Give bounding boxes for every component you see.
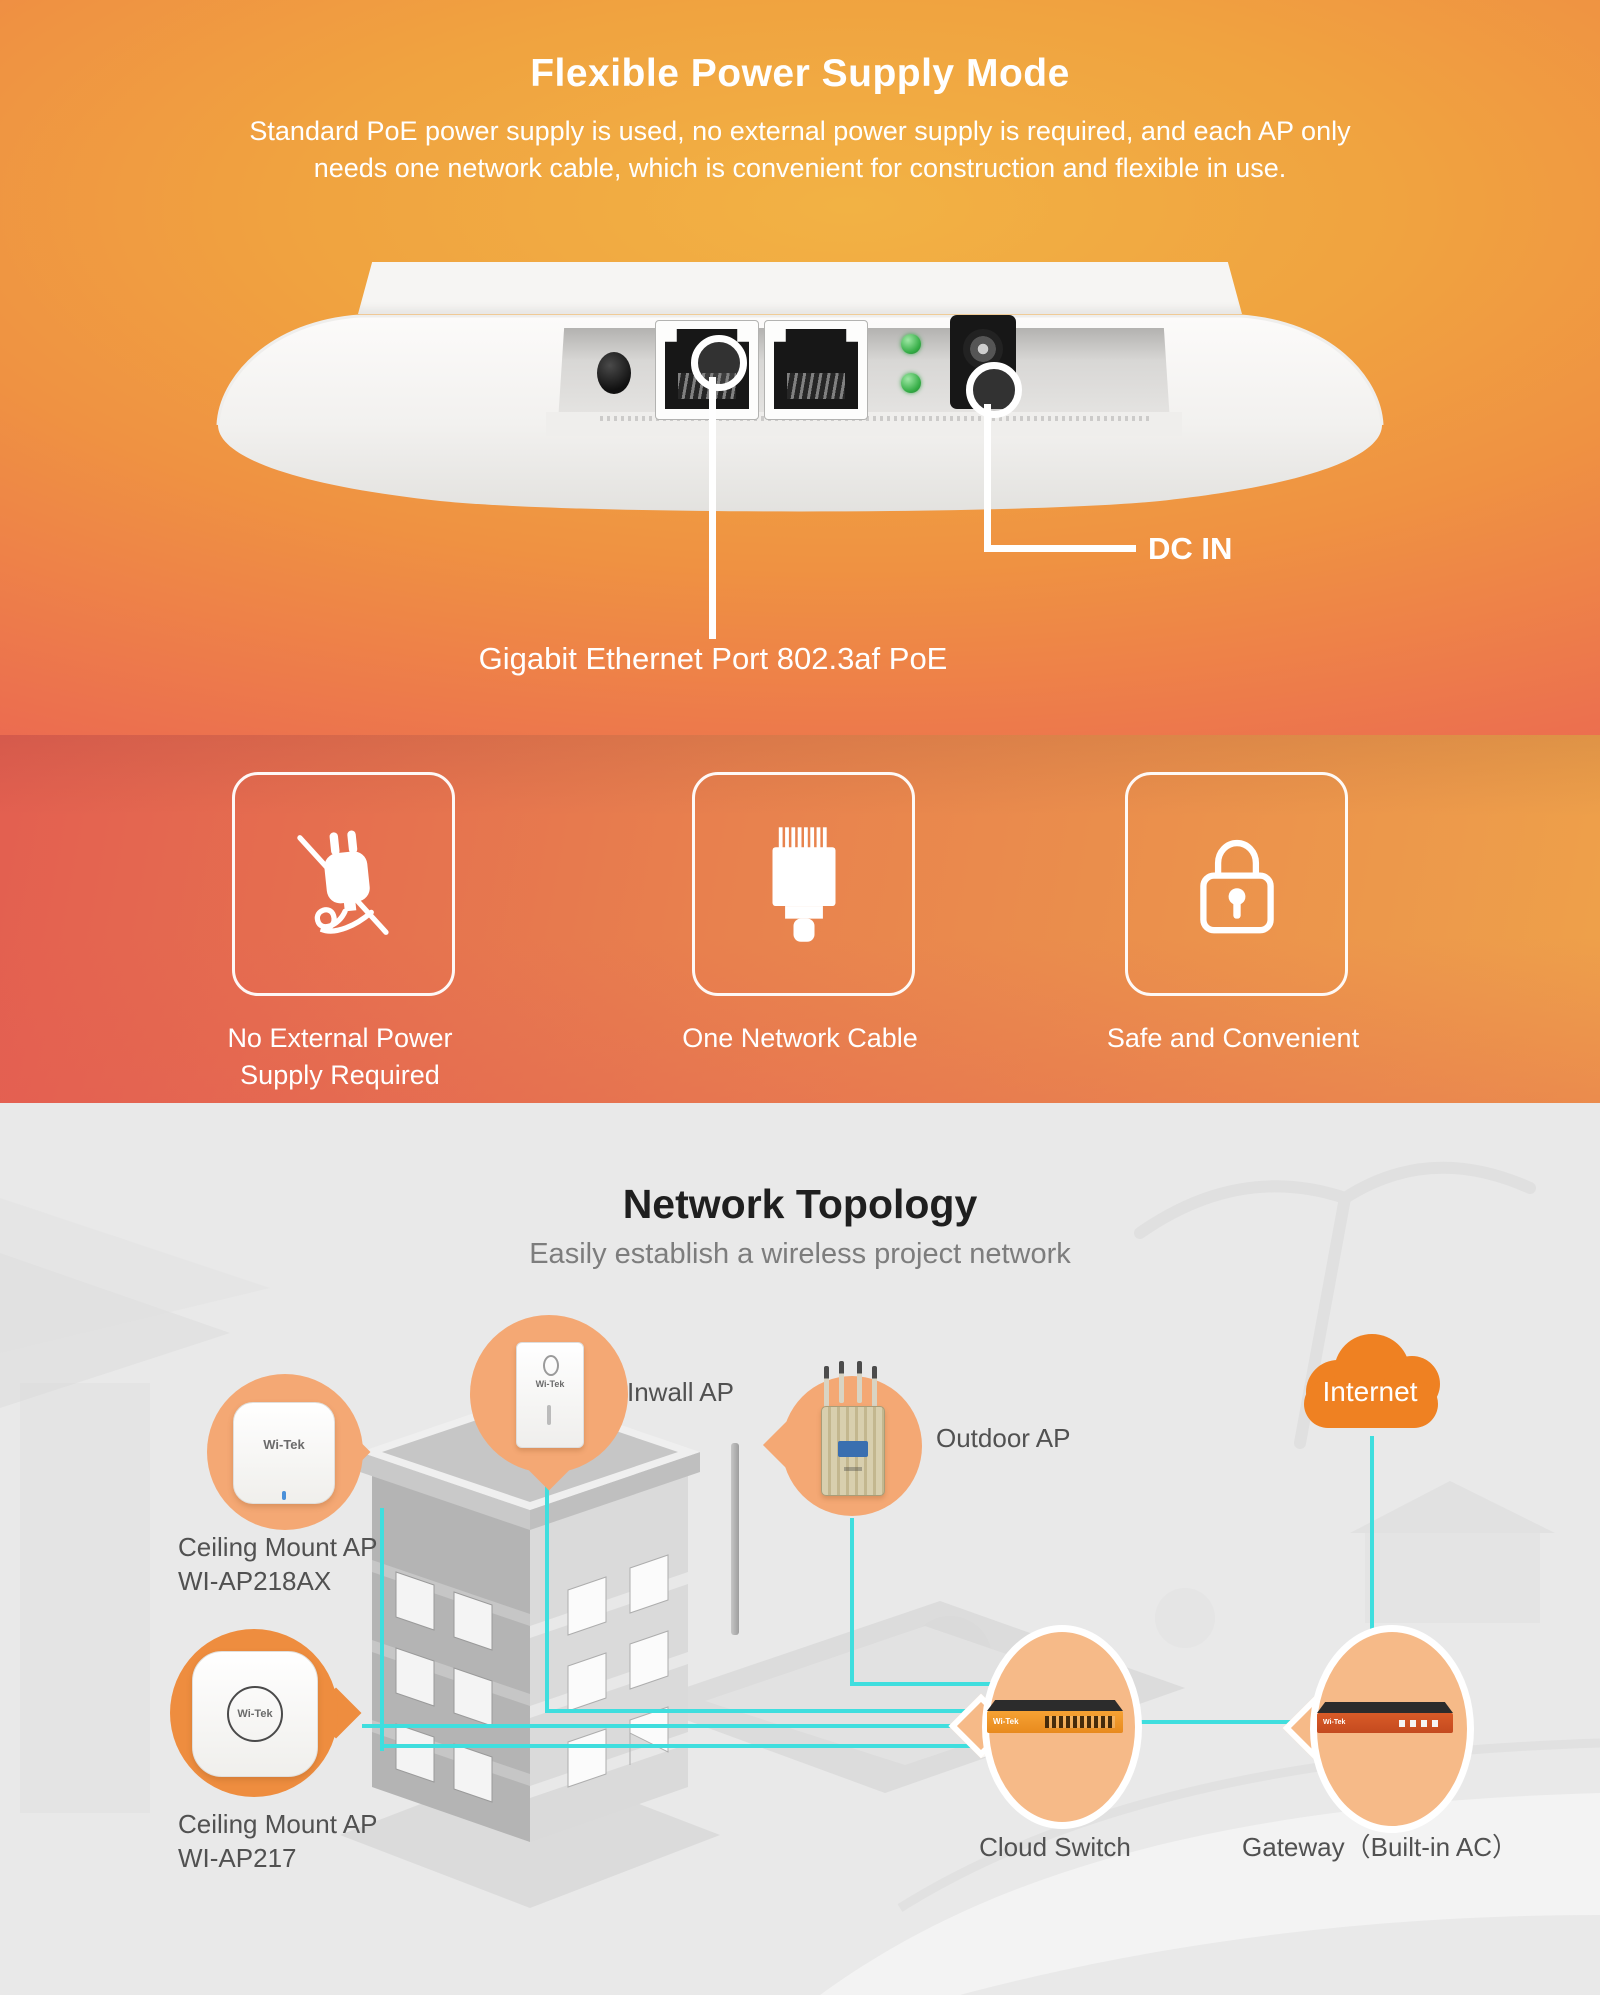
ap-top-plate <box>358 262 1242 314</box>
link-switch-gateway <box>1126 1720 1310 1724</box>
inwall-port-slot <box>547 1405 551 1425</box>
dc-in-label: DC IN <box>1148 531 1233 566</box>
cloud-switch-faceplate: Wi-Tek <box>987 1711 1123 1733</box>
link-ap218-vertical <box>380 1508 384 1751</box>
wi-tek-logo: Wi-Tek <box>1323 1719 1346 1726</box>
cloud-shape <box>1304 1380 1438 1428</box>
link-ap217-horizontal <box>362 1724 992 1728</box>
gateway-ports-icon <box>1399 1720 1443 1727</box>
rj45-pins <box>787 373 845 399</box>
power-section-title: Flexible Power Supply Mode <box>530 52 1070 96</box>
padlock-icon <box>1199 839 1274 934</box>
street-pole <box>731 1443 739 1635</box>
link-ap218-horizontal <box>380 1744 1002 1748</box>
feature-label-3: Safe and Convenient <box>1106 1023 1360 1053</box>
internet-label: Internet <box>1322 1376 1418 1407</box>
link-outdoor-vertical <box>850 1518 854 1686</box>
ceiling-ap-218ax-device: Wi-Tek <box>233 1402 335 1504</box>
cloud-switch-device <box>987 1700 1123 1711</box>
ceiling-ap-217-label: Ceiling Mount AP WI-AP217 <box>178 1809 378 1873</box>
feature-box-one-cable <box>692 772 915 996</box>
ap217-ring-logo: Wi-Tek <box>227 1686 283 1742</box>
wi-tek-logo: Wi-Tek <box>535 1379 565 1389</box>
power-section-subtitle: Standard PoE power supply is used, no ex… <box>0 113 1600 187</box>
outdoor-ap-faceplate <box>838 1441 868 1457</box>
feature-label-2: One Network Cable <box>682 1023 918 1053</box>
subtitle-line-2: needs one network cable, which is conven… <box>313 153 1287 183</box>
link-outdoor-horizontal <box>850 1682 1010 1686</box>
ceiling-ap-218ax-label: Ceiling Mount AP WI-AP218AX <box>178 1532 378 1596</box>
feature-box-safe <box>1125 772 1348 996</box>
topology-subtitle: Easily establish a wireless project netw… <box>529 1238 1071 1270</box>
gateway-device <box>1317 1702 1453 1713</box>
feature-box-no-external-power <box>232 772 455 996</box>
power-supply-section: Flexible Power Supply Mode Standard PoE … <box>0 0 1600 735</box>
topology-title: Network Topology <box>622 1181 978 1228</box>
reset-button <box>597 352 631 394</box>
ethernet-callout-line <box>709 377 716 639</box>
outdoor-ap-device <box>821 1406 885 1496</box>
network-topology-section: Network Topology Easily establish a wire… <box>0 1103 1600 1995</box>
wi-tek-logo: Wi-Tek <box>993 1717 1019 1726</box>
outdoor-ap-label: Outdoor AP <box>936 1423 1071 1453</box>
antenna-icon <box>839 1361 844 1403</box>
feature-label-1: No External Power Supply Required <box>227 1023 453 1090</box>
gateway-label: Gateway（Built-in AC） <box>1242 1832 1518 1862</box>
antenna-icon <box>872 1366 877 1408</box>
internet-cloud: Internet <box>1300 1330 1440 1432</box>
cloud-switch-label: Cloud Switch <box>979 1832 1131 1862</box>
ceiling-ap-217-device: Wi-Tek <box>192 1651 318 1777</box>
no-external-power-icon <box>296 830 389 935</box>
inwall-ap-label: Inwall AP <box>627 1377 734 1407</box>
antenna-icon <box>824 1366 829 1408</box>
status-led-1 <box>901 334 921 354</box>
ethernet-callout-ring <box>691 335 747 391</box>
link-internet-gateway <box>1370 1436 1374 1631</box>
inwall-ap-device: Wi-Tek <box>516 1342 584 1448</box>
features-section: No External Power Supply Required One Ne… <box>0 735 1600 1103</box>
wi-tek-logo: Wi-Tek <box>263 1437 305 1452</box>
dc-callout-line-horizontal <box>984 545 1136 552</box>
switch-ports-icon <box>1045 1716 1115 1728</box>
building-illustration <box>340 1394 720 1908</box>
inwall-button <box>543 1355 559 1376</box>
wi-tek-logo: Wi-Tek <box>237 1708 273 1720</box>
ethernet-port-lan <box>764 320 868 420</box>
gateway-faceplate: Wi-Tek <box>1317 1713 1453 1733</box>
link-inwall-vertical <box>545 1468 549 1713</box>
dc-callout-line-vertical <box>984 404 991 550</box>
gigabit-ethernet-label: Gigabit Ethernet Port 802.3af PoE <box>478 641 948 676</box>
led-indicator <box>282 1491 286 1500</box>
link-inwall-horizontal <box>545 1709 1005 1713</box>
status-led-2 <box>901 373 921 393</box>
dc-callout-ring <box>966 362 1022 418</box>
subtitle-line-1: Standard PoE power supply is used, no ex… <box>249 116 1351 146</box>
regulatory-text <box>600 416 1150 421</box>
antenna-icon <box>857 1361 862 1403</box>
network-cable-icon <box>772 827 835 942</box>
